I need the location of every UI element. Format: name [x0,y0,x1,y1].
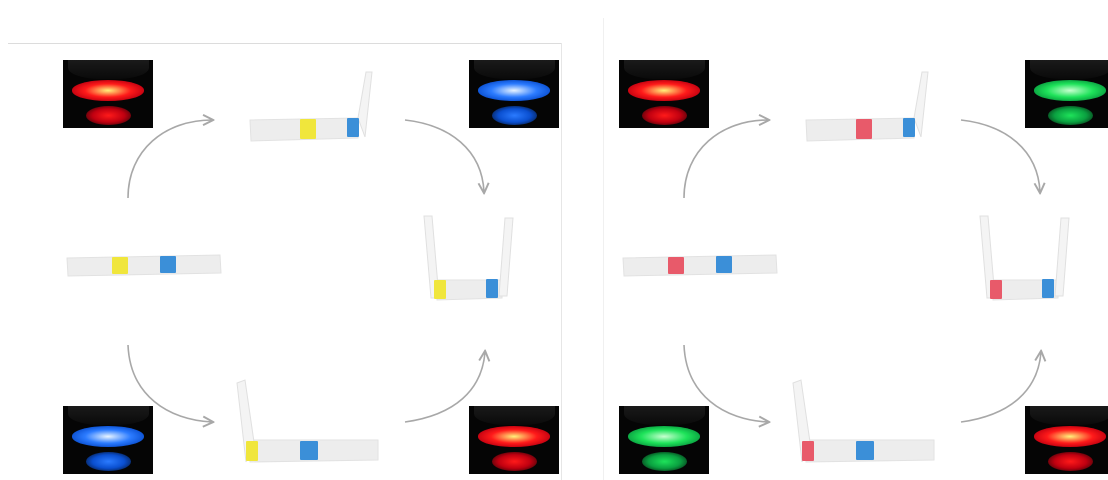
panel2-arrow-top-right [960,119,1040,192]
panel2-light-bottom-right-red [1025,406,1108,474]
panel2-flat-strip [622,254,778,277]
panel2-top-patch-a [856,119,872,139]
panel1-light-top-left-red [63,60,153,128]
panel1-flat-patch-blue [160,256,176,273]
panel1-light-bottom-left-blue [63,406,153,474]
panel1-top-patch-a [300,119,316,139]
panel2-bottom-patch-blue [856,441,874,460]
panel1-light-bottom-right-red [469,406,559,474]
panel1-arrow-bottom-left [127,344,212,422]
panel2-light-top-right-green [1025,60,1108,128]
panel1-flat-strip [66,254,222,277]
panel1-bottom-patch-blue [300,441,318,460]
panel1-arrow-top-right [404,119,484,192]
panel2-top-strip-fold [913,71,929,138]
top-rule [8,43,561,44]
panel1-bottom-patch-a [246,441,258,461]
panel1-arrow-top-left [127,120,212,199]
panel1-u-strip-right-arm [498,217,514,297]
panel2-arrow-bottom-left [683,344,768,422]
panel1-arrow-bottom-right [404,352,485,423]
panel2-top-patch-blue [903,118,915,137]
panel2-light-bottom-left-green [619,406,709,474]
panel2-arrow-top-left [683,120,768,199]
panel1-light-top-right-blue [469,60,559,128]
panel-divider [561,43,562,480]
panel1-u-patch-a [434,280,446,299]
panel2-u-patch-blue [1042,279,1054,298]
panel2-bottom-patch-a [802,441,814,461]
panel1-flat-patch-a [112,257,128,274]
panel2-u-strip-right-arm [1054,217,1070,297]
panel2-flat-patch-a [668,257,684,274]
panel1-top-strip-fold [357,71,373,138]
panel2-arrow-bottom-right [960,352,1041,423]
panel1-u-patch-blue [486,279,498,298]
panel-divider-secondary [603,18,604,480]
panel2-light-top-left-red [619,60,709,128]
panel2-u-patch-a [990,280,1002,299]
panel2-flat-patch-blue [716,256,732,273]
panel1-top-patch-blue [347,118,359,137]
